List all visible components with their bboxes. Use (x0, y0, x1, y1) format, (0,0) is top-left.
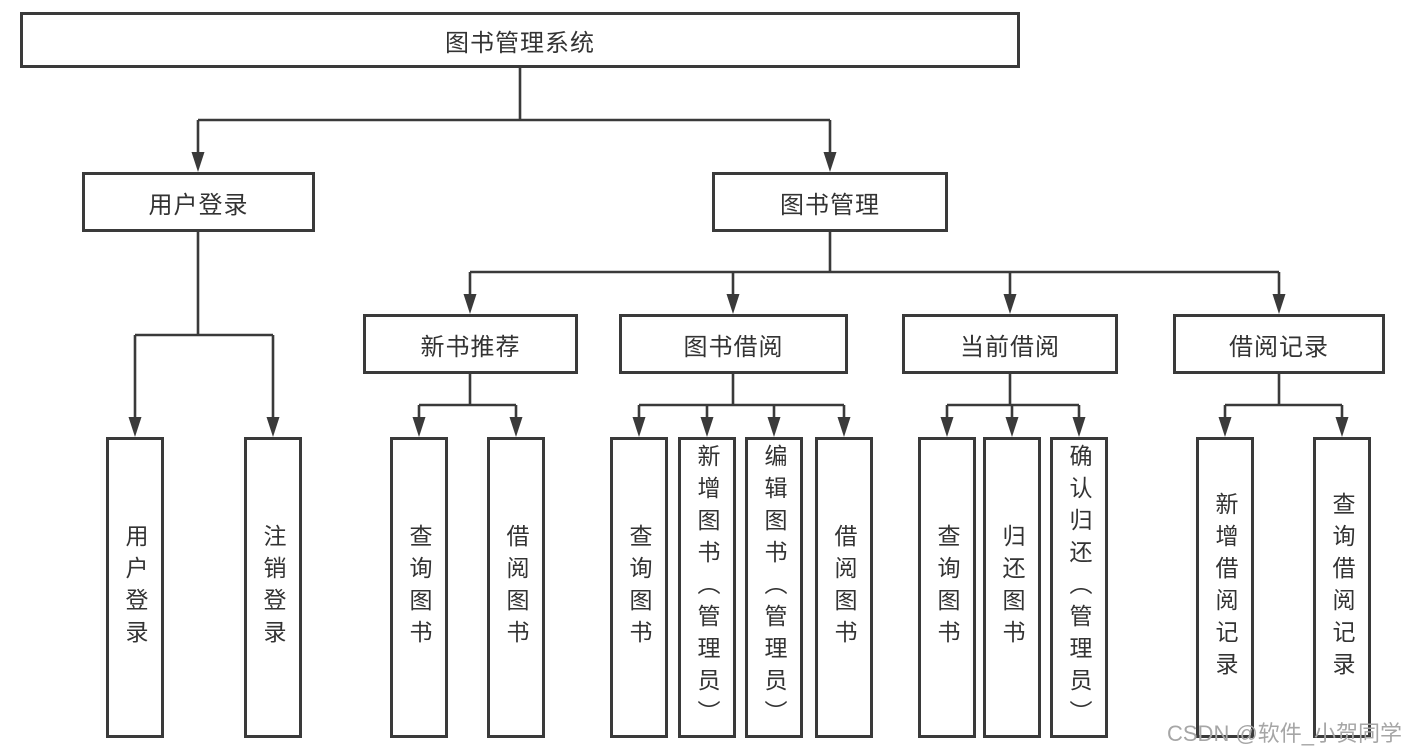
connector-borrowrecord-to-leaves (1223, 374, 1344, 419)
leaf-logout-label: 注销登录 (260, 523, 286, 652)
node-root-label: 图书管理系统 (445, 29, 595, 57)
leaf-record-add-borrow-record: 新增借阅记录 (1196, 437, 1254, 738)
leaf-borrow-borrow-books-label: 借阅图书 (831, 523, 857, 652)
leaf-current-return-books-label: 归还图书 (999, 523, 1025, 652)
leaf-newbook-query-books: 查询图书 (390, 437, 448, 738)
node-user-login: 用户登录 (82, 172, 315, 232)
leaf-record-query-borrow-record-label: 查询借阅记录 (1329, 491, 1355, 684)
leaf-newbook-borrow-books: 借阅图书 (487, 437, 545, 738)
leaf-borrow-add-books-admin: 新增图书（管理员） (678, 437, 736, 738)
leaf-user-login: 用户登录 (106, 437, 164, 738)
node-new-book-recommend: 新书推荐 (363, 314, 578, 374)
node-book-borrow-label: 图书借阅 (683, 333, 784, 361)
leaf-record-add-borrow-record-label: 新增借阅记录 (1212, 491, 1238, 684)
leaf-current-query-books: 查询图书 (918, 437, 976, 738)
leaf-logout: 注销登录 (244, 437, 302, 738)
node-borrow-record-label: 借阅记录 (1229, 333, 1329, 361)
leaf-current-confirm-return-admin-label: 确认归还（管理员） (1066, 443, 1092, 732)
leaf-borrow-edit-books-admin: 编辑图书（管理员） (745, 437, 803, 738)
leaf-current-query-books-label: 查询图书 (934, 523, 960, 652)
node-root-system: 图书管理系统 (20, 12, 1020, 68)
leaf-borrow-add-books-admin-label: 新增图书（管理员） (694, 443, 720, 732)
connector-userlogin-to-leaves (133, 232, 275, 419)
leaf-borrow-query-books: 查询图书 (610, 437, 668, 738)
node-book-management: 图书管理 (712, 172, 948, 232)
leaf-current-return-books: 归还图书 (983, 437, 1041, 738)
leaf-borrow-borrow-books: 借阅图书 (815, 437, 873, 738)
csdn-watermark: CSDN @软件_小贺同学 (1167, 721, 1403, 746)
node-borrow-record: 借阅记录 (1173, 314, 1385, 374)
connector-newbook-to-leaves (417, 374, 518, 419)
leaf-borrow-query-books-label: 查询图书 (626, 523, 652, 652)
leaf-newbook-query-books-label: 查询图书 (406, 523, 432, 652)
node-new-book-recommend-label: 新书推荐 (420, 333, 521, 361)
leaf-record-query-borrow-record: 查询借阅记录 (1313, 437, 1371, 738)
leaf-newbook-borrow-books-label: 借阅图书 (503, 523, 529, 652)
connector-bookborrow-to-leaves (637, 374, 846, 419)
connector-currentborrow-to-leaves (945, 374, 1081, 419)
connector-root-to-level2 (196, 68, 832, 154)
leaf-current-confirm-return-admin: 确认归还（管理员） (1050, 437, 1108, 738)
leaf-user-login-label: 用户登录 (122, 523, 148, 652)
node-current-borrow-label: 当前借阅 (960, 333, 1060, 361)
node-book-borrow: 图书借阅 (619, 314, 848, 374)
leaf-borrow-edit-books-admin-label: 编辑图书（管理员） (761, 443, 787, 732)
node-current-borrow: 当前借阅 (902, 314, 1118, 374)
node-user-login-label: 用户登录 (148, 191, 249, 219)
node-book-management-label: 图书管理 (780, 191, 880, 219)
connector-bookmgmt-to-level3 (468, 232, 1281, 296)
